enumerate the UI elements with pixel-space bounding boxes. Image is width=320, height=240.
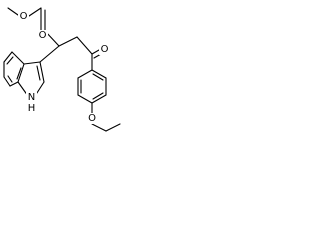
ester-oxygen-background xyxy=(18,11,29,22)
phenyl-c4-c5-bond xyxy=(77,94,93,104)
ketone-double-bond-a xyxy=(91,49,100,55)
indole-c4-c5-bond xyxy=(3,51,13,63)
atom-labels: O O O O N H xyxy=(18,11,110,124)
indole-benzene-inner-3 xyxy=(16,67,22,80)
indole-c2-c3-inner-bond xyxy=(36,65,41,81)
ester-oxygen-label: O xyxy=(20,11,28,22)
indole-ring-system xyxy=(3,51,45,97)
ester-carbonyl-oxygen-label: O xyxy=(39,30,47,41)
methyl-o-bond xyxy=(7,7,19,16)
ch2-ch3-bond xyxy=(105,123,121,132)
chemical-structure-diagram: O O O O N H xyxy=(3,7,121,132)
phenyl-inner-2 xyxy=(92,92,104,100)
indole-c7-c7a-bond xyxy=(9,81,19,87)
indole-c3a-c3-bond xyxy=(23,61,41,65)
methyl-ester-group xyxy=(7,7,60,47)
ester-carbonyl-oxygen-background xyxy=(37,30,48,41)
indole-benzene-inner-1 xyxy=(6,56,14,65)
alkyl-chain xyxy=(39,36,102,71)
ester-o-carbonyl-bond xyxy=(28,7,42,17)
indole-nitrogen-label: N xyxy=(28,92,35,103)
alpha-indole-bond xyxy=(39,45,60,63)
phenyl-c6-c1-bond xyxy=(77,69,93,79)
phenyl-c3-c4-bond xyxy=(91,94,107,104)
ether-oxygen-background xyxy=(86,113,98,124)
indole-benzene-inner-2 xyxy=(7,75,13,83)
ketone-oxygen-background xyxy=(99,44,110,55)
indole-hydrogen-background xyxy=(26,103,37,114)
indole-c3a-c7a-bond xyxy=(17,63,25,83)
ch2-ketone-bond xyxy=(76,36,93,55)
phenyl-inner-1 xyxy=(92,73,104,81)
indole-nitrogen-background xyxy=(26,92,37,103)
o-ch2-bond xyxy=(91,123,107,132)
ethoxyphenyl-ring xyxy=(77,69,121,132)
indole-hydrogen-label: H xyxy=(28,103,36,114)
phenyl-c1-c2-bond xyxy=(91,69,107,79)
indole-c3a-c4-bond xyxy=(11,51,25,65)
indole-c6-c7-bond xyxy=(3,76,11,87)
alpha-ch2-bond xyxy=(58,36,78,47)
indole-c3-c2-bond xyxy=(39,61,45,83)
ketone-oxygen-label: O xyxy=(101,44,109,55)
ether-oxygen-label: O xyxy=(88,113,96,124)
